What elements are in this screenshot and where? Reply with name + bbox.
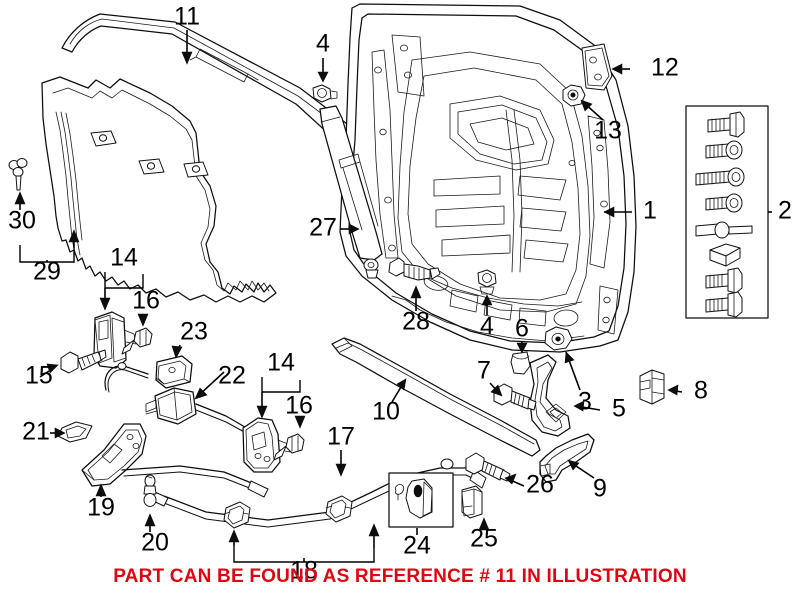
part-hood-latch-assembly [388, 472, 454, 528]
callout-27: 27 [309, 214, 337, 242]
callout-24: 24 [403, 532, 431, 560]
callout-9: 9 [593, 475, 607, 503]
callout-6: 6 [515, 315, 529, 343]
part-hinge-pin-clip-right [273, 433, 305, 461]
part-latch-striker-bracket [529, 354, 571, 437]
callout-14b: 14 [267, 349, 295, 377]
callout-25: 25 [470, 525, 498, 553]
callout-23: 23 [180, 318, 208, 346]
part-flange-nut [544, 326, 573, 351]
callout-26: 26 [526, 471, 554, 499]
part-release-handle-bracket [81, 423, 147, 487]
callout-29: 29 [33, 258, 61, 286]
callout-17: 17 [327, 423, 355, 451]
fastener-washer-head-bolt [705, 193, 743, 213]
part-hinge-nut [562, 84, 586, 107]
callout-16b: 16 [285, 392, 313, 420]
part-hinge-bolt [60, 349, 107, 374]
part-hinge-reinforcement-plate [581, 43, 613, 91]
fastener-wedge-clip [709, 243, 741, 267]
callout-10: 10 [372, 398, 400, 426]
part-bumper-stop [510, 351, 531, 375]
callout-30: 30 [8, 207, 36, 235]
callout-4b: 4 [480, 313, 494, 341]
part-latch-mounting-bolt [465, 452, 511, 482]
callout-20: 20 [141, 529, 169, 557]
callout-7: 7 [477, 357, 491, 385]
fastener-long-thread-screw [695, 167, 745, 187]
callout-28: 28 [402, 308, 430, 336]
callout-18: 18 [290, 557, 318, 585]
callout-8: 8 [694, 377, 708, 405]
part-cable-end-grommet [143, 474, 157, 507]
part-cable-routing-clips [223, 495, 353, 529]
part-hood-lift-gas-strut [319, 105, 383, 279]
fastener-hex-bolt-2 [705, 291, 743, 318]
callout-15: 15 [25, 362, 53, 390]
part-retainer-clip [639, 369, 665, 405]
callout-16: 16 [132, 287, 160, 315]
part-hood-support-prop-rod [331, 337, 541, 457]
reference-note: PART CAN BE FOUND AS REFERENCE # 11 IN I… [113, 566, 687, 587]
callout-1: 1 [643, 197, 657, 225]
callout-2: 2 [778, 197, 792, 225]
part-insulation-retainer-clip [8, 158, 28, 191]
part-cable-retainer-bracket [155, 355, 193, 389]
fastener-washer-head-screw [705, 140, 743, 160]
callout-numbers: 1 2 3 4 4 5 6 7 8 9 10 11 12 13 14 14 15… [8, 3, 792, 585]
callout-14: 14 [110, 244, 138, 272]
part-ball-socket-upper [312, 84, 338, 103]
part-strut-ball-stud [388, 257, 441, 281]
fastener-hex-bolt-1 [705, 267, 743, 294]
callout-3: 3 [578, 388, 592, 416]
part-ball-socket-lower [477, 269, 497, 295]
part-hood-insulation-pad [41, 76, 277, 303]
callout-21: 21 [22, 418, 50, 446]
fastener-hex-flange-bolt [707, 111, 745, 138]
fastener-push-pin-rivet [695, 221, 753, 239]
part-hood-hinge-right [242, 417, 291, 473]
part-striker-bolt [493, 383, 537, 411]
callout-19: 19 [87, 494, 115, 522]
part-hinge-pin-clip-left [121, 327, 153, 355]
callout-11: 11 [174, 3, 200, 31]
callout-22: 22 [218, 362, 246, 390]
part-cable-junction-block [145, 387, 197, 425]
callout-13: 13 [594, 117, 622, 145]
callout-12: 12 [651, 54, 679, 82]
callout-5: 5 [612, 395, 626, 423]
callout-leaders [14, 30, 772, 563]
callout-4: 4 [316, 30, 330, 58]
part-fastener-kit-box [685, 105, 769, 319]
part-latch-cover-clip [461, 485, 483, 519]
